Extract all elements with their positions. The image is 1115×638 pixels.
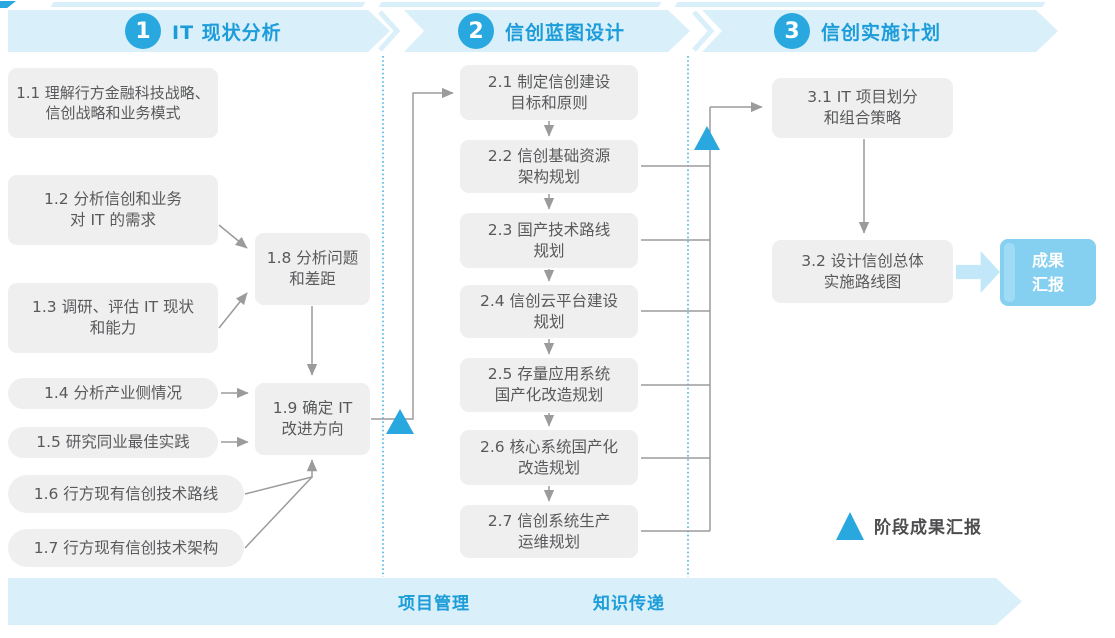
phase-banner-1: 1 IT 现状分析 <box>8 10 390 52</box>
phase-banner-3: 3 信创实施计划 <box>702 10 1058 52</box>
task-label: 1.7 行方现有信创技术架构 <box>33 538 219 557</box>
task-label: 2.1 制定信创建设 <box>487 72 611 91</box>
task-label: 规划 <box>533 312 565 331</box>
task-label: 3.2 设计信创总体 <box>801 251 924 270</box>
phase-banner-2: 2 信创蓝图设计 <box>404 10 690 52</box>
task-label: 运维规划 <box>517 532 580 551</box>
task-label: 和差距 <box>289 270 336 288</box>
task-label: 1.8 分析问题 <box>266 249 359 268</box>
task-label: 1.3 调研、评估 IT 现状 <box>32 298 194 317</box>
task-label: 信创战略和业务模式 <box>45 104 181 122</box>
task-label: 2.4 信创云平台建设 <box>479 291 619 310</box>
task-box-2-7: 2.7 信创系统生产 运维规划 <box>460 505 638 558</box>
task-box-2-1: 2.1 制定信创建设 目标和原则 <box>460 65 638 120</box>
task-label: 2.7 信创系统生产 <box>487 511 611 530</box>
task-box-2-4: 2.4 信创云平台建设 规划 <box>460 285 638 338</box>
task-box-2-3: 2.3 国产技术路线 规划 <box>460 213 638 268</box>
task-label: 2.6 核心系统国产化 <box>479 437 619 456</box>
task-box-1-8: 1.8 分析问题 和差距 <box>255 233 370 305</box>
task-label: 国产化改造规划 <box>494 386 604 404</box>
task-box-1-7: 1.7 行方现有信创技术架构 <box>8 529 244 567</box>
task-label: 1.2 分析信创和业务 <box>43 190 183 209</box>
result-arrow-icon <box>956 251 1000 293</box>
phase-number-badge: 1 <box>125 13 161 49</box>
phase-title: 信创蓝图设计 <box>505 21 626 44</box>
milestone-triangle-phase2-icon <box>694 126 720 150</box>
task-label: 1.6 行方现有信创技术路线 <box>33 484 219 503</box>
knowledge-transfer-label: 知识传递 <box>593 594 665 614</box>
task-label: 2.5 存量应用系统 <box>487 365 611 384</box>
task-label: 1.5 研究同业最佳实践 <box>36 433 190 452</box>
task-label: 2.3 国产技术路线 <box>487 220 611 239</box>
task-box-1-5: 1.5 研究同业最佳实践 <box>8 427 218 458</box>
task-box-1-9: 1.9 确定 IT 改进方向 <box>255 383 370 455</box>
phase-number-badge: 2 <box>458 13 494 49</box>
task-box-2-5: 2.5 存量应用系统 国产化改造规划 <box>460 358 638 412</box>
result-label: 汇报 <box>1031 274 1064 294</box>
task-label: 1.4 分析产业侧情况 <box>43 384 183 403</box>
task-box-3-1: 3.1 IT 项目划分 和组合策略 <box>772 78 953 138</box>
task-box-2-2: 2.2 信创基础资源 架构规划 <box>460 140 638 193</box>
top-strip-3 <box>674 2 1046 7</box>
task-label: 2.2 信创基础资源 <box>487 146 611 165</box>
task-label: 规划 <box>533 241 565 260</box>
result-report-box: 成果 汇报 <box>1000 239 1096 306</box>
legend-triangle-icon <box>836 512 864 540</box>
task-label: 和组合策略 <box>823 109 902 127</box>
task-label: 实施路线图 <box>823 272 902 291</box>
task-box-2-6: 2.6 核心系统国产化 改造规划 <box>460 430 638 485</box>
task-label: 1.9 确定 IT <box>272 399 353 418</box>
top-left-wedge-decoration <box>0 1 16 8</box>
task-box-1-4: 1.4 分析产业侧情况 <box>8 378 218 409</box>
task-label: 架构规划 <box>517 167 580 186</box>
phase-title: 信创实施计划 <box>821 21 942 44</box>
task-label: 改造规划 <box>517 458 580 477</box>
task-label: 1.1 理解行方金融科技战略、 <box>16 83 210 102</box>
task-label: 和能力 <box>89 319 137 337</box>
project-management-label: 项目管理 <box>398 594 470 614</box>
task-label: 3.1 IT 项目划分 <box>807 88 918 107</box>
task-box-1-6: 1.6 行方现有信创技术路线 <box>8 475 244 513</box>
milestone-triangle-phase1-icon <box>386 409 414 434</box>
legend-milestone-label: 阶段成果汇报 <box>874 518 982 538</box>
result-label: 成果 <box>1031 251 1064 271</box>
phase-title: IT 现状分析 <box>172 21 282 44</box>
task-label: 对 IT 的需求 <box>70 211 156 229</box>
task-box-1-3: 1.3 调研、评估 IT 现状 和能力 <box>8 283 218 353</box>
bottom-banner <box>8 578 1022 625</box>
task-box-1-1: 1.1 理解行方金融科技战略、 信创战略和业务模式 <box>8 68 218 138</box>
task-box-3-2: 3.2 设计信创总体 实施路线图 <box>772 240 953 303</box>
task-label: 目标和原则 <box>510 93 588 112</box>
top-strip-2 <box>378 2 662 7</box>
task-box-1-2: 1.2 分析信创和业务 对 IT 的需求 <box>8 175 218 245</box>
phase-number-badge: 3 <box>774 13 810 49</box>
task-label: 改进方向 <box>281 420 344 438</box>
top-strip-1 <box>50 2 366 7</box>
